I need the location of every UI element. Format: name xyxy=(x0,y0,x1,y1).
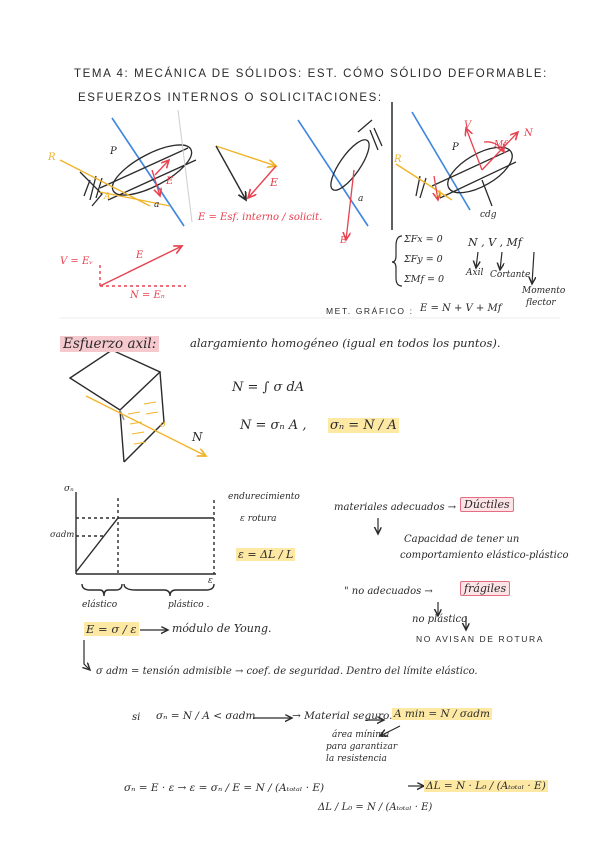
eq-momento: Momento xyxy=(522,286,566,296)
materials-ductiles: Dúctiles xyxy=(460,497,514,512)
ductiles-box: Dúctiles xyxy=(460,497,514,512)
prism-sketch xyxy=(68,349,206,463)
axial-formula1: N = ∫ σ dA xyxy=(232,380,305,395)
diagram-rotura: ε rotura xyxy=(240,514,277,524)
fig2-E-arrow xyxy=(434,175,438,200)
fig1-label-V: V = Eᵥ xyxy=(60,256,93,267)
fig3-cut-sketch xyxy=(395,111,519,211)
met-grafico: MET. GRÁFICO : xyxy=(326,306,414,316)
admissible-si: si xyxy=(132,712,141,723)
equilibrium-braces xyxy=(391,235,534,287)
admissible-deltaL-ratio: ΔL / L₀ = N / (Aₜₒₜₐₗ · E) xyxy=(318,802,433,813)
materials-no-avisan: NO AVISAN DE ROTURA xyxy=(416,634,545,644)
axial-formula3: σₙ = N / A xyxy=(328,418,399,433)
fragiles-box: frágiles xyxy=(460,581,511,596)
fig3-label-P: P xyxy=(452,142,459,153)
materials-capacidad1: Capacidad de tener un xyxy=(404,534,520,545)
admissible-deltaL: ΔL = N · L₀ / (Aₜₒₜₐₗ · E) xyxy=(424,780,548,792)
fig1-vector-triangle xyxy=(215,145,276,200)
materials-capacidad2: comportamiento elástico-plástico xyxy=(400,550,569,561)
fig1-label-R: R xyxy=(48,152,56,163)
materials-no-adecuados: " no adecuados → xyxy=(344,586,433,597)
admissible-hooke: σₙ = E · ε → ε = σₙ / E = N / (Aₜₒₜₐₗ · … xyxy=(124,782,325,794)
admissible-amin: A min = N / σadm xyxy=(392,708,492,720)
prism-label-sigma: σ xyxy=(160,420,167,430)
diagram-formula-e: ε = ΔL / L xyxy=(236,548,296,561)
diagram-axis-y: σₙ xyxy=(64,484,74,494)
fig1-label-Evec: E xyxy=(136,250,144,261)
axial-formula2: N = σₙ A , xyxy=(240,418,307,433)
fig3-label-A: A xyxy=(436,190,443,200)
fig1-caption: E = Esf. interno / solicit. xyxy=(198,212,323,223)
fig3-label-cdg: cdg xyxy=(480,210,497,220)
fig1-label-P: P xyxy=(110,146,117,157)
fig3-label-N: N xyxy=(524,128,533,139)
admissible-seguro: → Material seguro. → xyxy=(292,710,405,722)
area-min2: para garantizar xyxy=(326,742,398,752)
fig2-label-a: a xyxy=(358,194,364,204)
eq-fy: ΣFy = 0 xyxy=(404,254,443,265)
eq-cortante: Cortante xyxy=(490,270,531,280)
prism-label-N: N xyxy=(192,430,203,444)
eq-unknowns: N , V , Mf xyxy=(468,236,522,249)
axial-title: Esfuerzo axil: xyxy=(60,336,160,352)
fig2-label-E: E xyxy=(340,236,347,246)
fig1-bar-sketch xyxy=(59,109,197,227)
fig3-label-V: V xyxy=(464,120,472,131)
materials-adecuados: materiales adecuados → xyxy=(334,502,457,513)
diagram-axis-x: ε xyxy=(208,576,213,586)
fig1-label-A: A xyxy=(104,192,111,202)
diagram-plastico: plástico . xyxy=(168,600,210,610)
eq-axil: Axil xyxy=(466,268,484,278)
met-formula: E = N + V + Mf xyxy=(420,303,502,314)
diagram-sigma-adm: σadm xyxy=(50,530,75,540)
heading-line1: TEMA 4: MECÁNICA DE SÓLIDOS: EST. CÓMO S… xyxy=(74,68,548,80)
fig3-label-R: R xyxy=(394,154,402,165)
admissible-cond: σₙ = N / A < σadm xyxy=(156,710,256,722)
materials-no-plastico: no plástico xyxy=(412,614,468,625)
materials-fragiles: frágiles xyxy=(460,581,511,596)
axial-title-text: Esfuerzo axil: xyxy=(60,336,160,352)
area-min1: área mínima xyxy=(332,730,390,740)
fig1-label-a: a xyxy=(154,200,160,210)
admissible-definition: σ adm = tensión admisible → coef. de seg… xyxy=(96,666,478,677)
diagram-elastico: elástico xyxy=(82,600,118,610)
axial-description: alargamiento homogéneo (igual en todos l… xyxy=(190,336,501,350)
fig2-cut-sketch xyxy=(297,102,393,240)
diagram-endurecimiento: endurecimiento xyxy=(228,492,300,502)
eq-fx: ΣFx = 0 xyxy=(404,234,443,245)
fig1-label-N: N = Eₙ xyxy=(130,290,165,301)
fig1-decomposition xyxy=(99,246,186,287)
fig3-label-Mf: Mf xyxy=(494,140,507,150)
young-formula: E = σ / ε xyxy=(84,622,139,636)
young-label: módulo de Young. xyxy=(172,622,272,635)
heading-line2: ESFUERZOS INTERNOS O SOLICITACIONES: xyxy=(78,92,383,104)
eq-flector: flector xyxy=(526,298,556,308)
fig1-triangle-E: E xyxy=(270,176,279,189)
connector-arrows xyxy=(84,518,466,786)
eq-mf: ΣMf = 0 xyxy=(404,274,445,285)
fig1-label-E: E xyxy=(166,176,174,187)
area-min3: la resistencia xyxy=(326,754,387,764)
stress-strain-diagram xyxy=(75,492,216,597)
